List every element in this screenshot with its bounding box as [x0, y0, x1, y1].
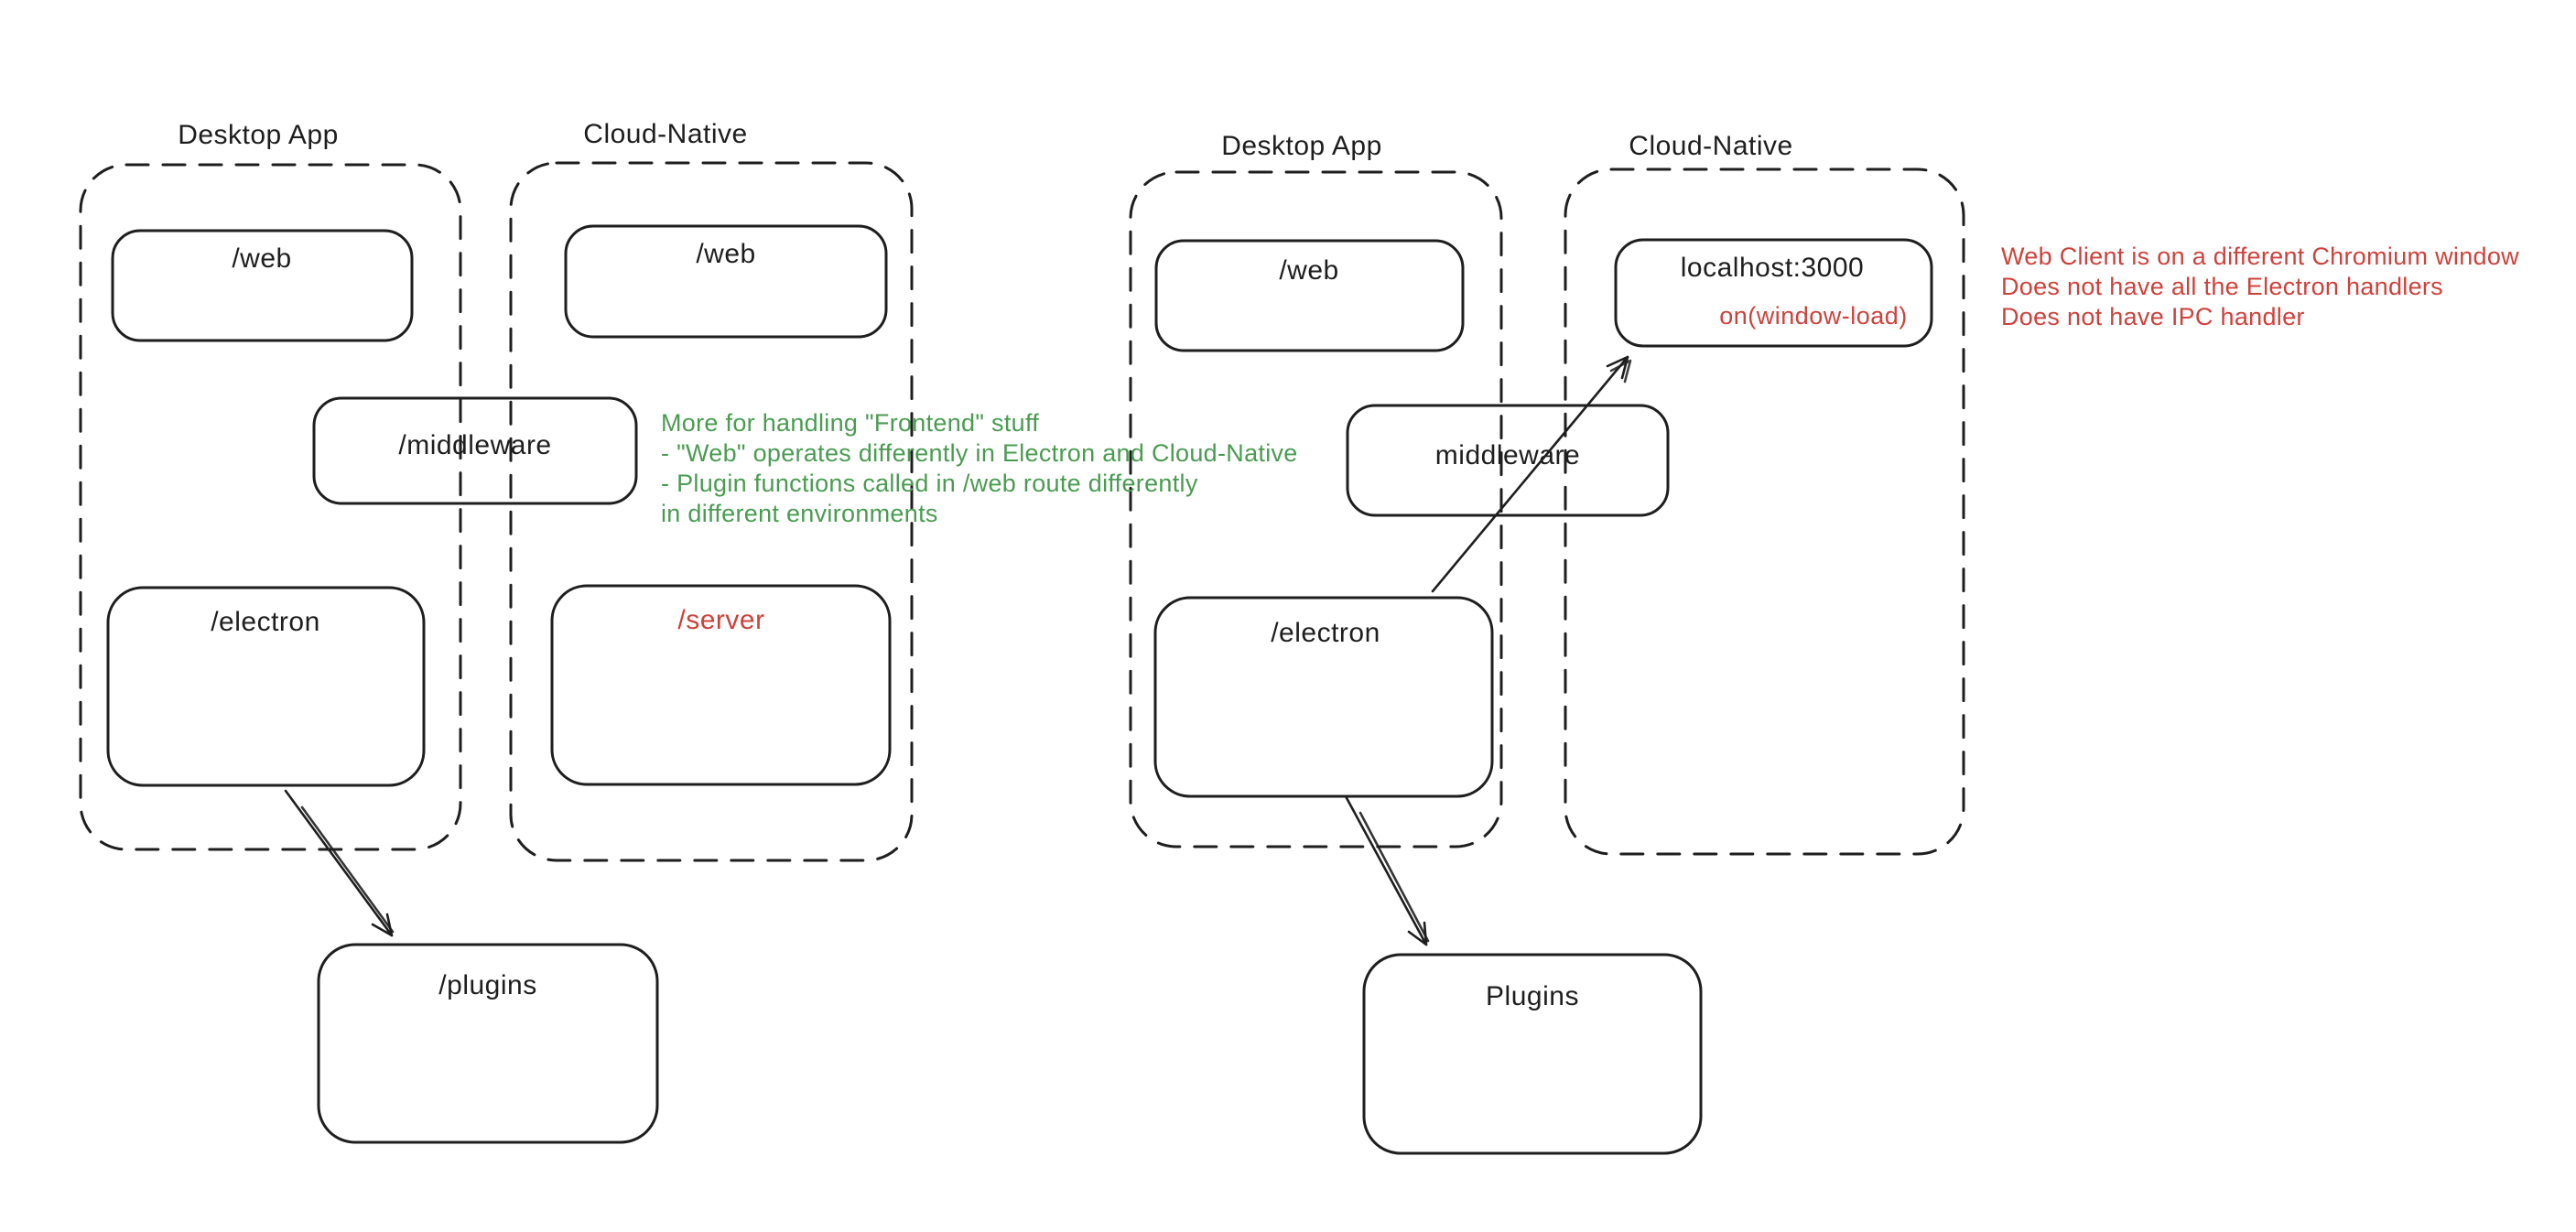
- left-server-box[interactable]: [550, 584, 892, 786]
- green-annotation: More for handling "Frontend" stuff - "We…: [661, 408, 1298, 529]
- right-cloud-native-container[interactable]: [1564, 168, 1965, 856]
- red-annotation: Web Client is on a different Chromium wi…: [2001, 242, 2519, 332]
- left-cloud-web-box[interactable]: [564, 224, 888, 339]
- right-middleware-label: middleware: [1434, 440, 1581, 470]
- right-window-load-label: on(window-load): [1719, 302, 1908, 330]
- red-annotation-line: Web Client is on a different Chromium wi…: [2001, 243, 2519, 270]
- red-annotation-line: Does not have IPC handler: [2001, 303, 2305, 330]
- left-cloud-native-label: Cloud-Native: [583, 119, 748, 149]
- left-electron-box[interactable]: [106, 586, 426, 787]
- right-electron-label: /electron: [1271, 618, 1380, 648]
- right-electron-to-plugins-arrow[interactable]: [1344, 794, 1430, 946]
- left-electron-label: /electron: [211, 607, 320, 637]
- right-electron-to-localhost-arrow[interactable]: [1431, 355, 1632, 593]
- right-electron-box[interactable]: [1153, 596, 1494, 798]
- left-desktop-web-label: /web: [232, 243, 292, 274]
- right-desktop-web-label: /web: [1279, 255, 1339, 286]
- right-localhost-label: localhost:3000: [1680, 253, 1865, 283]
- right-cloud-native-label: Cloud-Native: [1629, 131, 1793, 161]
- left-desktop-web-box[interactable]: [111, 229, 414, 342]
- left-plugins-box[interactable]: [317, 943, 659, 1144]
- left-electron-to-plugins-arrow[interactable]: [284, 789, 395, 937]
- left-cloud-native-container[interactable]: [509, 161, 914, 862]
- right-middleware-box[interactable]: [1346, 404, 1670, 517]
- left-server-label: /server: [677, 605, 765, 635]
- right-plugins-box[interactable]: [1362, 953, 1703, 1155]
- red-annotation-line: Does not have all the Electron handlers: [2001, 273, 2443, 300]
- left-middleware-label: /middleware: [398, 430, 552, 460]
- left-plugins-label: /plugins: [438, 970, 537, 1000]
- right-localhost-box[interactable]: [1614, 238, 1933, 348]
- green-annotation-line: - "Web" operates differently in Electron…: [661, 439, 1298, 467]
- left-desktop-app-label: Desktop App: [178, 120, 339, 150]
- right-desktop-app-label: Desktop App: [1221, 131, 1382, 161]
- green-annotation-line: More for handling "Frontend" stuff: [661, 409, 1040, 437]
- green-annotation-line: - Plugin functions called in /web route …: [661, 470, 1198, 497]
- right-desktop-web-box[interactable]: [1154, 239, 1465, 352]
- right-plugins-label: Plugins: [1486, 981, 1579, 1011]
- left-cloud-web-label: /web: [696, 239, 756, 269]
- green-annotation-line: in different environments: [661, 500, 938, 527]
- left-middleware-box[interactable]: [312, 396, 638, 505]
